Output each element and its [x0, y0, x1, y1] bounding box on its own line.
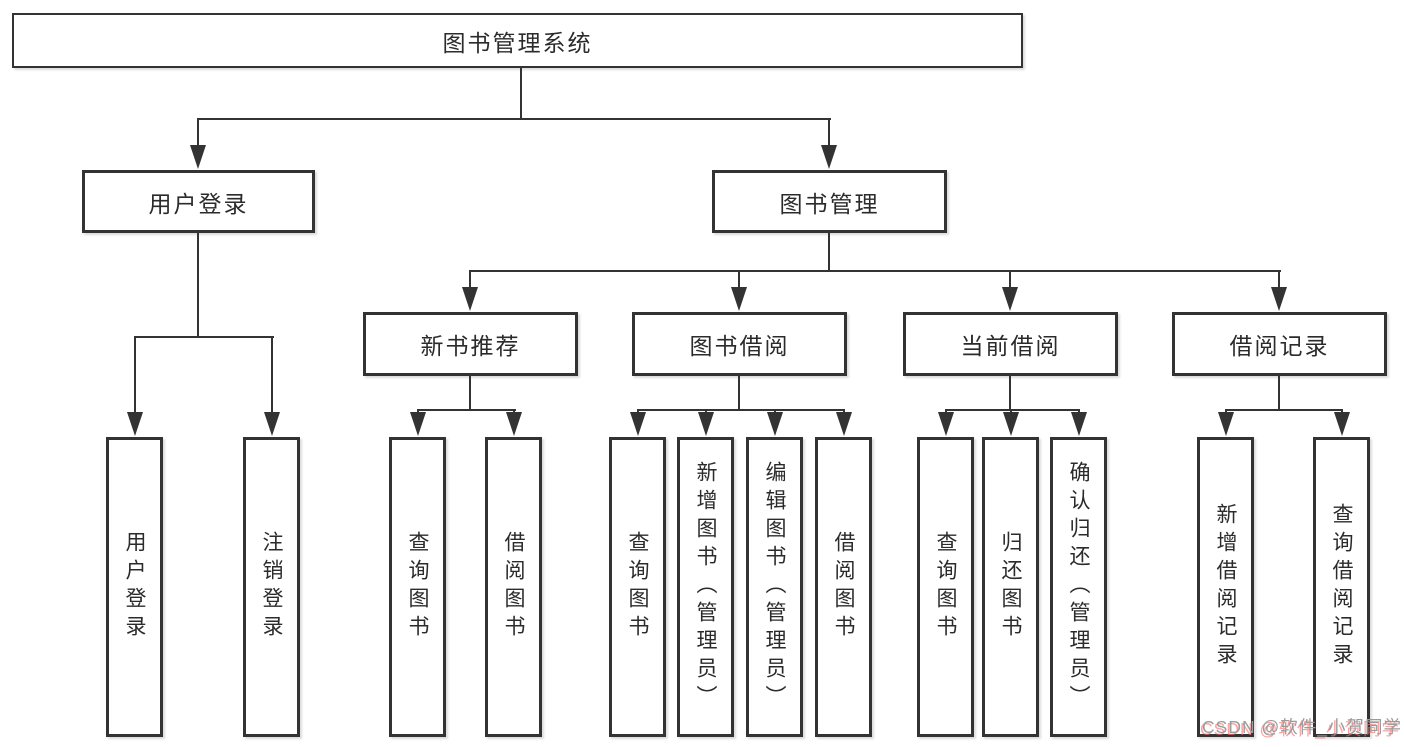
connector-login-stem-2 — [271, 336, 273, 414]
connector-mgmt-hline — [469, 270, 1281, 272]
connector-borrow-arrowhead-4 — [836, 412, 852, 436]
connector-mgmt-stem-4 — [1278, 270, 1280, 290]
connector-mgmt-stem-2 — [738, 270, 740, 290]
node-borrow-records-label: 借阅记录 — [1229, 333, 1330, 359]
connector-current-arrowhead-1 — [938, 412, 954, 436]
connector-root-vline — [520, 67, 522, 120]
connector-current-arrowhead-3 — [1071, 412, 1087, 436]
connector-root-arrowhead-right — [821, 145, 837, 169]
leaf-query-books-recommend-label: 查询图书 — [406, 531, 429, 643]
leaf-logout: 注销登录 — [243, 437, 300, 737]
connector-login-hline — [134, 336, 274, 338]
connector-login-arrowhead-2 — [264, 412, 280, 436]
connector-login-vline — [197, 233, 199, 338]
node-root-label: 图书管理系统 — [442, 29, 593, 56]
connector-recommend-hline — [417, 409, 516, 411]
connector-mgmt-stem-3 — [1009, 270, 1011, 290]
leaf-borrow-books-recommend: 借阅图书 — [485, 437, 542, 737]
leaf-borrow-books-label: 借阅图书 — [832, 531, 855, 643]
leaf-add-borrow-record: 新增借阅记录 — [1197, 437, 1254, 737]
node-new-book-recommend: 新书推荐 — [363, 312, 578, 376]
connector-login-arrowhead-1 — [127, 412, 143, 436]
node-book-borrow-label: 图书借阅 — [689, 333, 790, 359]
connector-borrow-arrowhead-3 — [767, 412, 783, 436]
node-book-management: 图书管理 — [712, 170, 947, 233]
connector-current-vline — [1009, 376, 1011, 411]
connector-mgmt-arrowhead-4 — [1271, 287, 1287, 311]
node-user-login-label: 用户登录 — [148, 190, 249, 217]
connector-root-stem-right — [828, 118, 830, 148]
leaf-edit-books-admin: 编辑图书（管理员） — [746, 437, 803, 737]
connector-records-arrowhead-2 — [1334, 412, 1350, 436]
leaf-query-books-borrow-label: 查询图书 — [626, 531, 649, 643]
leaf-add-books-admin: 新增图书（管理员） — [677, 437, 734, 737]
leaf-return-books-label: 归还图书 — [999, 531, 1022, 643]
connector-current-arrowhead-2 — [1003, 412, 1019, 436]
connector-borrow-vline — [738, 376, 740, 411]
connector-borrow-hline — [637, 409, 845, 411]
leaf-query-books-current: 查询图书 — [917, 437, 974, 737]
node-book-borrow: 图书借阅 — [632, 312, 847, 376]
node-user-login: 用户登录 — [82, 170, 315, 233]
leaf-query-books-borrow: 查询图书 — [609, 437, 666, 737]
node-current-borrow-label: 当前借阅 — [960, 333, 1061, 359]
leaf-confirm-return-admin: 确认归还（管理员） — [1050, 437, 1107, 737]
connector-recommend-arrowhead-1 — [410, 412, 426, 436]
connector-mgmt-arrowhead-1 — [462, 287, 478, 311]
leaf-confirm-return-admin-label: 确认归还（管理员） — [1067, 461, 1090, 713]
node-borrow-records: 借阅记录 — [1172, 312, 1387, 376]
connector-records-vline — [1278, 376, 1280, 411]
leaf-query-borrow-record: 查询借阅记录 — [1313, 437, 1370, 737]
leaf-borrow-books-recommend-label: 借阅图书 — [502, 531, 525, 643]
connector-root-hline — [197, 118, 831, 120]
csdn-watermark: CSDN @软件_小贺同学 — [1202, 717, 1402, 737]
connector-mgmt-arrowhead-3 — [1002, 287, 1018, 311]
leaf-query-borrow-record-label: 查询借阅记录 — [1330, 503, 1353, 671]
leaf-add-borrow-record-label: 新增借阅记录 — [1214, 503, 1237, 671]
node-new-book-recommend-label: 新书推荐 — [420, 333, 521, 359]
node-current-borrow: 当前借阅 — [903, 312, 1118, 376]
node-root: 图书管理系统 — [12, 13, 1023, 68]
connector-login-stem-1 — [134, 336, 136, 414]
connector-root-stem-left — [197, 118, 199, 148]
connector-root-arrowhead-left — [190, 145, 206, 169]
connector-records-arrowhead-1 — [1218, 412, 1234, 436]
connector-mgmt-vline — [828, 233, 830, 272]
leaf-logout-label: 注销登录 — [260, 531, 283, 643]
connector-recommend-vline — [469, 376, 471, 411]
leaf-user-login: 用户登录 — [106, 437, 163, 737]
connector-current-hline — [945, 409, 1080, 411]
connector-mgmt-arrowhead-2 — [731, 287, 747, 311]
connector-borrow-arrowhead-2 — [698, 412, 714, 436]
connector-records-hline — [1225, 409, 1343, 411]
leaf-query-books-current-label: 查询图书 — [934, 531, 957, 643]
leaf-add-books-admin-label: 新增图书（管理员） — [694, 461, 717, 713]
leaf-user-login-label: 用户登录 — [123, 531, 146, 643]
node-book-management-label: 图书管理 — [779, 190, 880, 217]
connector-recommend-arrowhead-2 — [506, 412, 522, 436]
leaf-return-books: 归还图书 — [982, 437, 1039, 737]
leaf-edit-books-admin-label: 编辑图书（管理员） — [763, 461, 786, 713]
connector-mgmt-stem-1 — [469, 270, 471, 290]
leaf-query-books-recommend: 查询图书 — [389, 437, 446, 737]
leaf-borrow-books: 借阅图书 — [815, 437, 872, 737]
connector-borrow-arrowhead-1 — [630, 412, 646, 436]
